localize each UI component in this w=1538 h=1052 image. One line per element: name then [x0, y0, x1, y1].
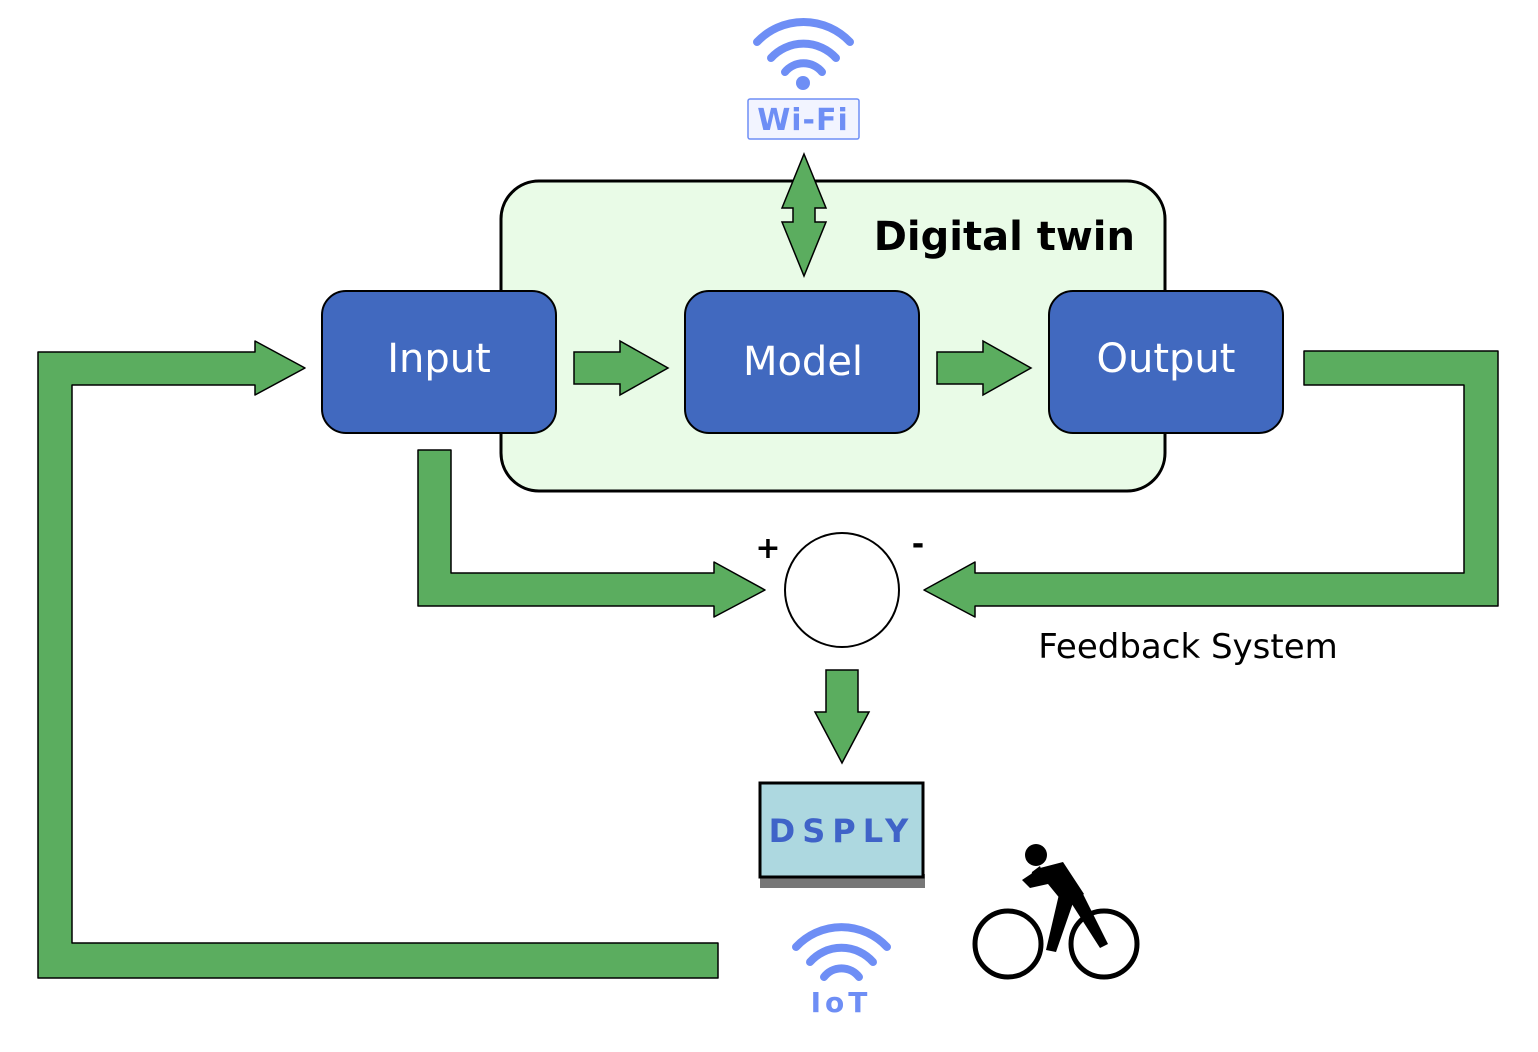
- model-label: Model: [743, 339, 863, 385]
- input-to-model-arrow: [573, 339, 670, 397]
- wifi-label: Wi-Fi: [757, 103, 849, 138]
- input-label: Input: [387, 336, 491, 382]
- iot-label: IoT: [811, 986, 872, 1019]
- wifi-label-box: [747, 98, 860, 140]
- wifi-dot: [796, 76, 810, 90]
- cyclist-icon: [972, 844, 1140, 980]
- feedback-system-label: Feedback System: [1038, 627, 1338, 667]
- output-block: [1048, 290, 1284, 434]
- display-screen: [758, 781, 925, 879]
- wifi-icon: [753, 17, 854, 76]
- minus-sign: -: [912, 527, 924, 562]
- input-block: [321, 290, 557, 434]
- display-label: DSPLY: [769, 812, 916, 850]
- output-label: Output: [1097, 336, 1236, 382]
- output-feedback-arrow: [923, 350, 1499, 618]
- input-to-junction-arrow: [417, 449, 766, 618]
- digital-twin-title: Digital twin: [874, 214, 1135, 260]
- summing-junction: [784, 532, 900, 648]
- iot-signal-icon: [792, 923, 891, 981]
- model-to-output-arrow: [936, 339, 1033, 397]
- plus-sign: +: [755, 531, 780, 566]
- wifi-model-double-arrow: [780, 152, 828, 278]
- model-block: [684, 290, 920, 434]
- iot-to-input-loop-arrow: [37, 340, 719, 979]
- junction-to-display-arrow: [813, 669, 871, 765]
